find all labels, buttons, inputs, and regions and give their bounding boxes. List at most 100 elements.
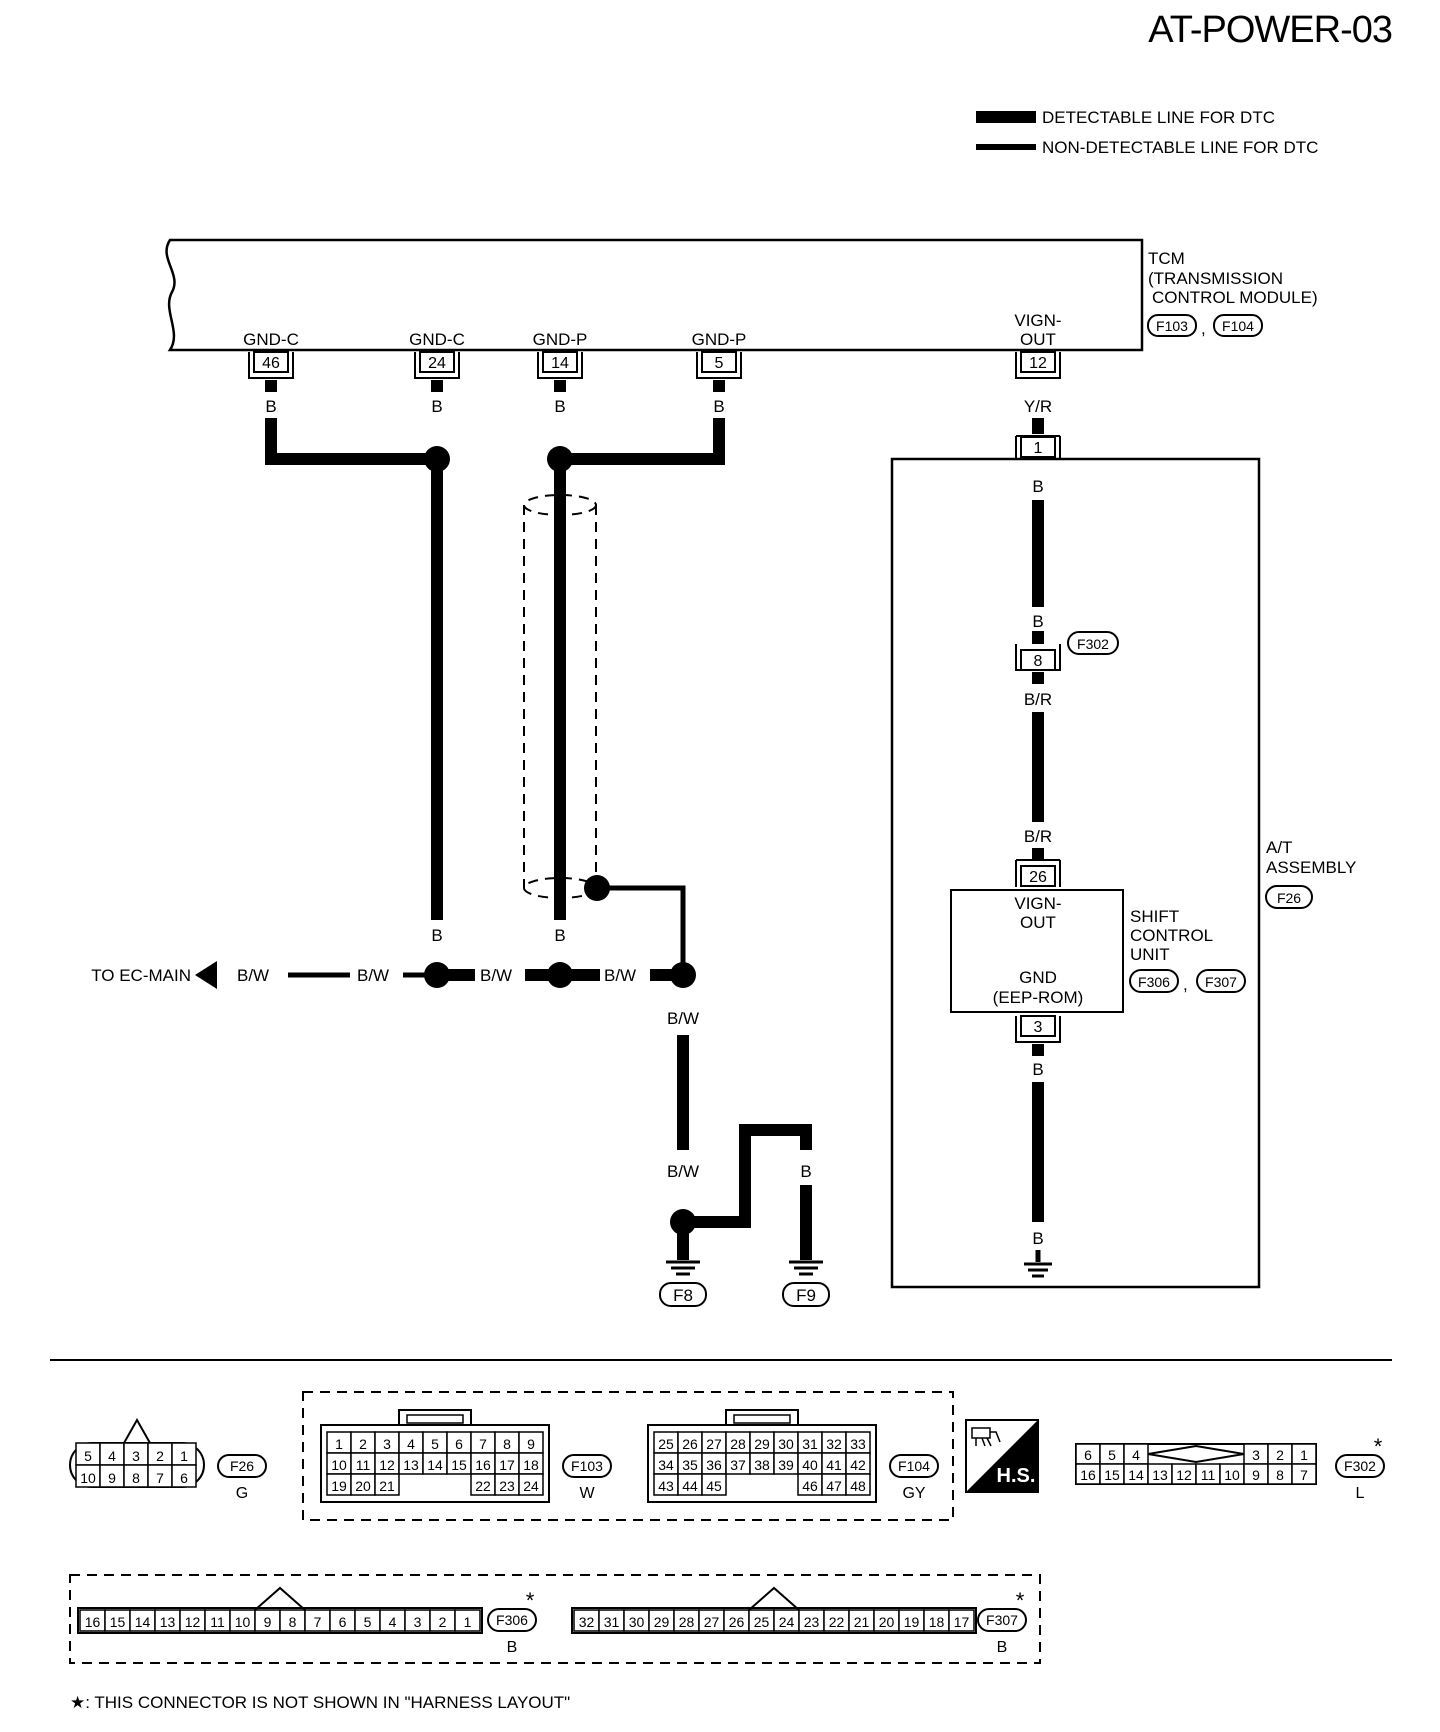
terminal-name-gnd-p-5: GND-P bbox=[692, 330, 747, 349]
terminal-name-gnd-p-14: GND-P bbox=[533, 330, 588, 349]
connector-key bbox=[254, 1586, 306, 1611]
footnote: ★: THIS CONNECTOR IS NOT SHOWN IN "HARNE… bbox=[70, 1693, 570, 1712]
pin-number: 39 bbox=[778, 1457, 794, 1473]
pin-number: 30 bbox=[629, 1614, 645, 1630]
pin-number: 44 bbox=[682, 1478, 698, 1494]
ground-f8: F8 bbox=[673, 1286, 693, 1305]
pin-number: 27 bbox=[704, 1614, 720, 1630]
pin-number: 5 bbox=[431, 1436, 439, 1452]
pin-number: 9 bbox=[264, 1614, 272, 1630]
pin-number: 1 bbox=[464, 1614, 472, 1630]
tcm-name-3: CONTROL MODULE) bbox=[1152, 288, 1318, 307]
connector-id: F26 bbox=[230, 1458, 254, 1474]
star-icon: * bbox=[526, 1588, 535, 1613]
connector-id: F104 bbox=[898, 1458, 930, 1474]
wire-24: B bbox=[431, 397, 442, 416]
pin-number: 16 bbox=[85, 1614, 101, 1630]
pin-number: 16 bbox=[1080, 1467, 1096, 1483]
connector-key bbox=[748, 1586, 800, 1611]
shift-control-unit bbox=[950, 889, 1124, 1013]
ground-wires bbox=[265, 380, 725, 920]
connector-tag bbox=[977, 1608, 1027, 1632]
scu-vign-2: OUT bbox=[1020, 913, 1056, 932]
wire-label-b: B bbox=[1032, 477, 1043, 496]
pin-number: 2 bbox=[439, 1614, 447, 1630]
pin-number: 46 bbox=[802, 1478, 818, 1494]
tcm-terminals: GND-C 46 B GND-C 24 B GND-P 14 B GND-P 5… bbox=[243, 311, 1061, 416]
pin-number: 20 bbox=[879, 1614, 895, 1630]
relay-connector-f302: F302 bbox=[1077, 636, 1109, 652]
hs-badge: H.S. bbox=[965, 1419, 1039, 1493]
pin-number: 7 bbox=[314, 1614, 322, 1630]
connector-tag bbox=[487, 1608, 537, 1632]
pin-8: 8 bbox=[1034, 653, 1043, 670]
pin-cell bbox=[374, 1473, 400, 1496]
pin-number: 27 bbox=[706, 1436, 722, 1452]
pin-number: 22 bbox=[829, 1614, 845, 1630]
connector-color: L bbox=[1356, 1485, 1365, 1502]
pin-number: 4 bbox=[108, 1448, 116, 1464]
scu-vign: VIGN- bbox=[1014, 894, 1061, 913]
pin-number: 22 bbox=[475, 1478, 491, 1494]
splice bbox=[670, 1209, 696, 1235]
pin-number: 15 bbox=[1104, 1467, 1120, 1483]
at-assembly-connector: F26 bbox=[1277, 890, 1301, 906]
pin-number: 10 bbox=[331, 1457, 347, 1473]
pin-number: 11 bbox=[1201, 1467, 1216, 1483]
wire-12: Y/R bbox=[1024, 397, 1052, 416]
connector-tag bbox=[217, 1454, 267, 1478]
pin-number: 1 bbox=[335, 1436, 343, 1452]
pin-cell bbox=[948, 1609, 975, 1632]
scu-label-2: CONTROL bbox=[1130, 926, 1213, 945]
connector-color: B bbox=[997, 1639, 1008, 1656]
splice bbox=[547, 962, 573, 988]
wire-label-b: B bbox=[800, 1162, 811, 1181]
legend-thick-label: DETECTABLE LINE FOR DTC bbox=[1042, 108, 1275, 127]
pin-number: 37 bbox=[730, 1457, 746, 1473]
pin-number: 48 bbox=[850, 1478, 866, 1494]
pin-number: 10 bbox=[80, 1470, 96, 1486]
pin-number: 21 bbox=[379, 1478, 395, 1494]
legend-thin-line bbox=[976, 144, 1036, 150]
pin-number: 2 bbox=[1276, 1447, 1284, 1463]
at-assembly: A/T ASSEMBLY F26 1 B B 8 F302 B/R B/R 26… bbox=[890, 418, 1356, 1289]
connector-color: B bbox=[507, 1639, 518, 1656]
pin-number: 1 bbox=[180, 1448, 188, 1464]
to-ec-main: TO EC-MAIN bbox=[91, 966, 191, 985]
connector-color: G bbox=[236, 1485, 248, 1502]
pin-number: 2 bbox=[359, 1436, 367, 1452]
pin-number: 13 bbox=[160, 1614, 176, 1630]
pin-number: 8 bbox=[503, 1436, 511, 1452]
pin-cell bbox=[845, 1473, 871, 1496]
pin-number: 3 bbox=[414, 1614, 422, 1630]
connector-id: F306 bbox=[496, 1612, 528, 1628]
pin-number: 24 bbox=[523, 1478, 539, 1494]
wire-14: B bbox=[554, 397, 565, 416]
pin-number: 25 bbox=[658, 1436, 674, 1452]
wire-label-b: B bbox=[1032, 1229, 1043, 1248]
pin-3: 3 bbox=[1034, 1019, 1043, 1036]
pin-number: 43 bbox=[658, 1478, 674, 1494]
pin-number: 20 bbox=[355, 1478, 371, 1494]
pin-number: 31 bbox=[802, 1436, 818, 1452]
pin-12: 12 bbox=[1029, 355, 1047, 372]
connector-key bbox=[123, 1417, 151, 1444]
wire-label-bw: B/W bbox=[237, 966, 269, 985]
pin-number: 4 bbox=[407, 1436, 415, 1452]
ground-icon bbox=[1024, 1262, 1052, 1278]
pin-number: 9 bbox=[108, 1470, 116, 1486]
pin-number: 45 bbox=[706, 1478, 722, 1494]
pin-1: 1 bbox=[1034, 440, 1043, 457]
pin-number: 35 bbox=[682, 1457, 698, 1473]
connector-tag bbox=[889, 1454, 939, 1478]
pin-number: 23 bbox=[499, 1478, 515, 1494]
ground-f9: F9 bbox=[796, 1286, 816, 1305]
scu-gnd: GND bbox=[1019, 968, 1057, 987]
connector-tag bbox=[1335, 1454, 1385, 1478]
pin-number: 18 bbox=[929, 1614, 945, 1630]
pin-number: 14 bbox=[1128, 1467, 1144, 1483]
pin-5: 5 bbox=[715, 355, 724, 372]
pin-number: 8 bbox=[1276, 1467, 1284, 1483]
pin-number: 32 bbox=[579, 1614, 595, 1630]
